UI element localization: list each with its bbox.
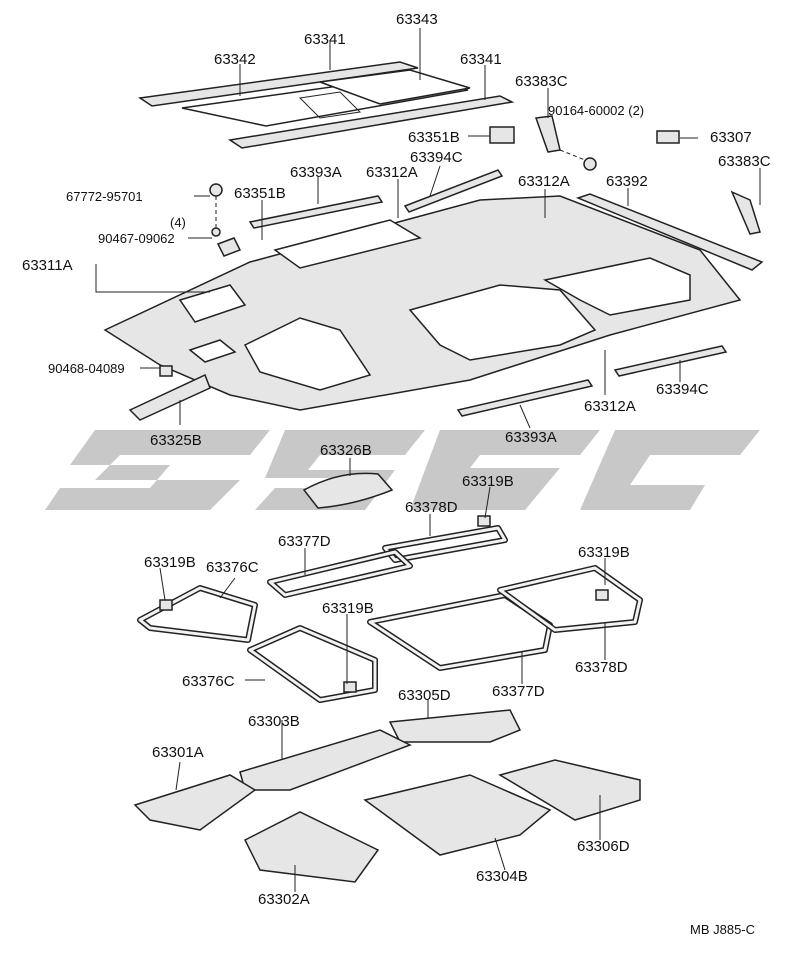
part-90164-screw — [559, 149, 597, 171]
part-63319B-clips — [159, 515, 609, 693]
label-63383C-right: 63383C — [718, 153, 771, 170]
part-63383C-bracket-top — [534, 115, 561, 153]
part-63383C-bracket-right — [730, 190, 761, 235]
part-63377D-upper-ring — [267, 549, 413, 598]
label-67772: 67772-95701 — [66, 189, 143, 204]
label-63305D: 63305D — [398, 687, 451, 704]
label-90468: 90468-04089 — [48, 361, 125, 376]
part-63376C-lower-ring — [247, 625, 378, 703]
part-63303B-panel — [239, 729, 412, 791]
part-63301A-panel — [133, 774, 257, 831]
part-63392-rail — [575, 193, 764, 271]
part-63394C-upper-strip — [403, 169, 504, 213]
part-63306D-panel — [498, 759, 641, 821]
part-63378D-upper-ring — [382, 525, 508, 563]
footer-code: MB J885-C — [690, 922, 755, 937]
label-63326B: 63326B — [320, 442, 372, 459]
label-90164: 90164-60002 (2) — [548, 103, 644, 118]
part-63351B-clip-top — [489, 126, 515, 144]
label-63341-right: 63341 — [460, 51, 502, 68]
part-90467-clip — [211, 227, 221, 237]
label-63376C-low: 63376C — [182, 673, 235, 690]
label-63343: 63343 — [396, 11, 438, 28]
label-63383C-top: 63383C — [515, 73, 568, 90]
label-63303B: 63303B — [248, 713, 300, 730]
part-63307-clip — [656, 130, 680, 144]
part-63304B-panel — [363, 774, 552, 856]
part-63341-right-strip — [227, 95, 515, 149]
label-63394C-top: 63394C — [410, 149, 463, 166]
label-63306D: 63306D — [577, 838, 630, 855]
label-63378D-low: 63378D — [575, 659, 628, 676]
label-63325B: 63325B — [150, 432, 202, 449]
part-63377D-lower-ring — [367, 592, 553, 671]
part-63376C-upper-ring — [137, 585, 258, 643]
label-63394C-low: 63394C — [656, 381, 709, 398]
part-63393A-upper-strip — [248, 195, 384, 229]
part-labels: 63343 63341 63342 63341 63383C 90164-600… — [22, 11, 771, 937]
part-63341-left-strip — [137, 61, 419, 107]
part-63393A-lower-strip — [456, 379, 594, 417]
label-63377D-top: 63377D — [278, 533, 331, 550]
label-63393A-top: 63393A — [290, 164, 342, 181]
part-63343-panel — [319, 69, 471, 105]
label-63393A-low: 63393A — [505, 429, 557, 446]
label-63351B-left: 63351B — [234, 185, 286, 202]
part-63305D-panel — [388, 709, 522, 743]
label-63377D-low: 63377D — [492, 683, 545, 700]
label-4: (4) — [170, 215, 186, 230]
part-63378D-lower-ring — [497, 565, 643, 633]
part-90468-clip — [159, 365, 173, 377]
part-63302A-panel — [243, 811, 380, 883]
part-63351B-clip-left — [216, 237, 242, 257]
label-63312A-top: 63312A — [366, 164, 418, 181]
part-63394C-lower-strip — [613, 345, 728, 377]
label-63342: 63342 — [214, 51, 256, 68]
label-63302A: 63302A — [258, 891, 310, 908]
label-63304B: 63304B — [476, 868, 528, 885]
label-63319B-d: 63319B — [322, 600, 374, 617]
part-63326B — [302, 472, 394, 509]
label-63311A: 63311A — [22, 257, 73, 274]
leader-lines — [95, 28, 761, 892]
label-63376C-top: 63376C — [206, 559, 259, 576]
label-63301A: 63301A — [152, 744, 204, 761]
label-63378D-top: 63378D — [405, 499, 458, 516]
watermark-logo — [45, 430, 760, 510]
part-67772-clip — [209, 183, 223, 230]
label-90467: 90467-09062 — [98, 231, 175, 246]
label-63392: 63392 — [606, 173, 648, 190]
label-63307: 63307 — [710, 129, 752, 146]
label-63351B-top: 63351B — [408, 129, 460, 146]
part-63311A-headliner — [103, 195, 742, 411]
label-63341-top: 63341 — [304, 31, 346, 48]
label-63319B-b: 63319B — [144, 554, 196, 571]
label-63312A-low: 63312A — [584, 398, 636, 415]
label-63319B-c: 63319B — [578, 544, 630, 561]
part-63325B-bracket — [128, 373, 211, 421]
label-63319B-a: 63319B — [462, 473, 514, 490]
label-63312A-mid: 63312A — [518, 173, 570, 190]
